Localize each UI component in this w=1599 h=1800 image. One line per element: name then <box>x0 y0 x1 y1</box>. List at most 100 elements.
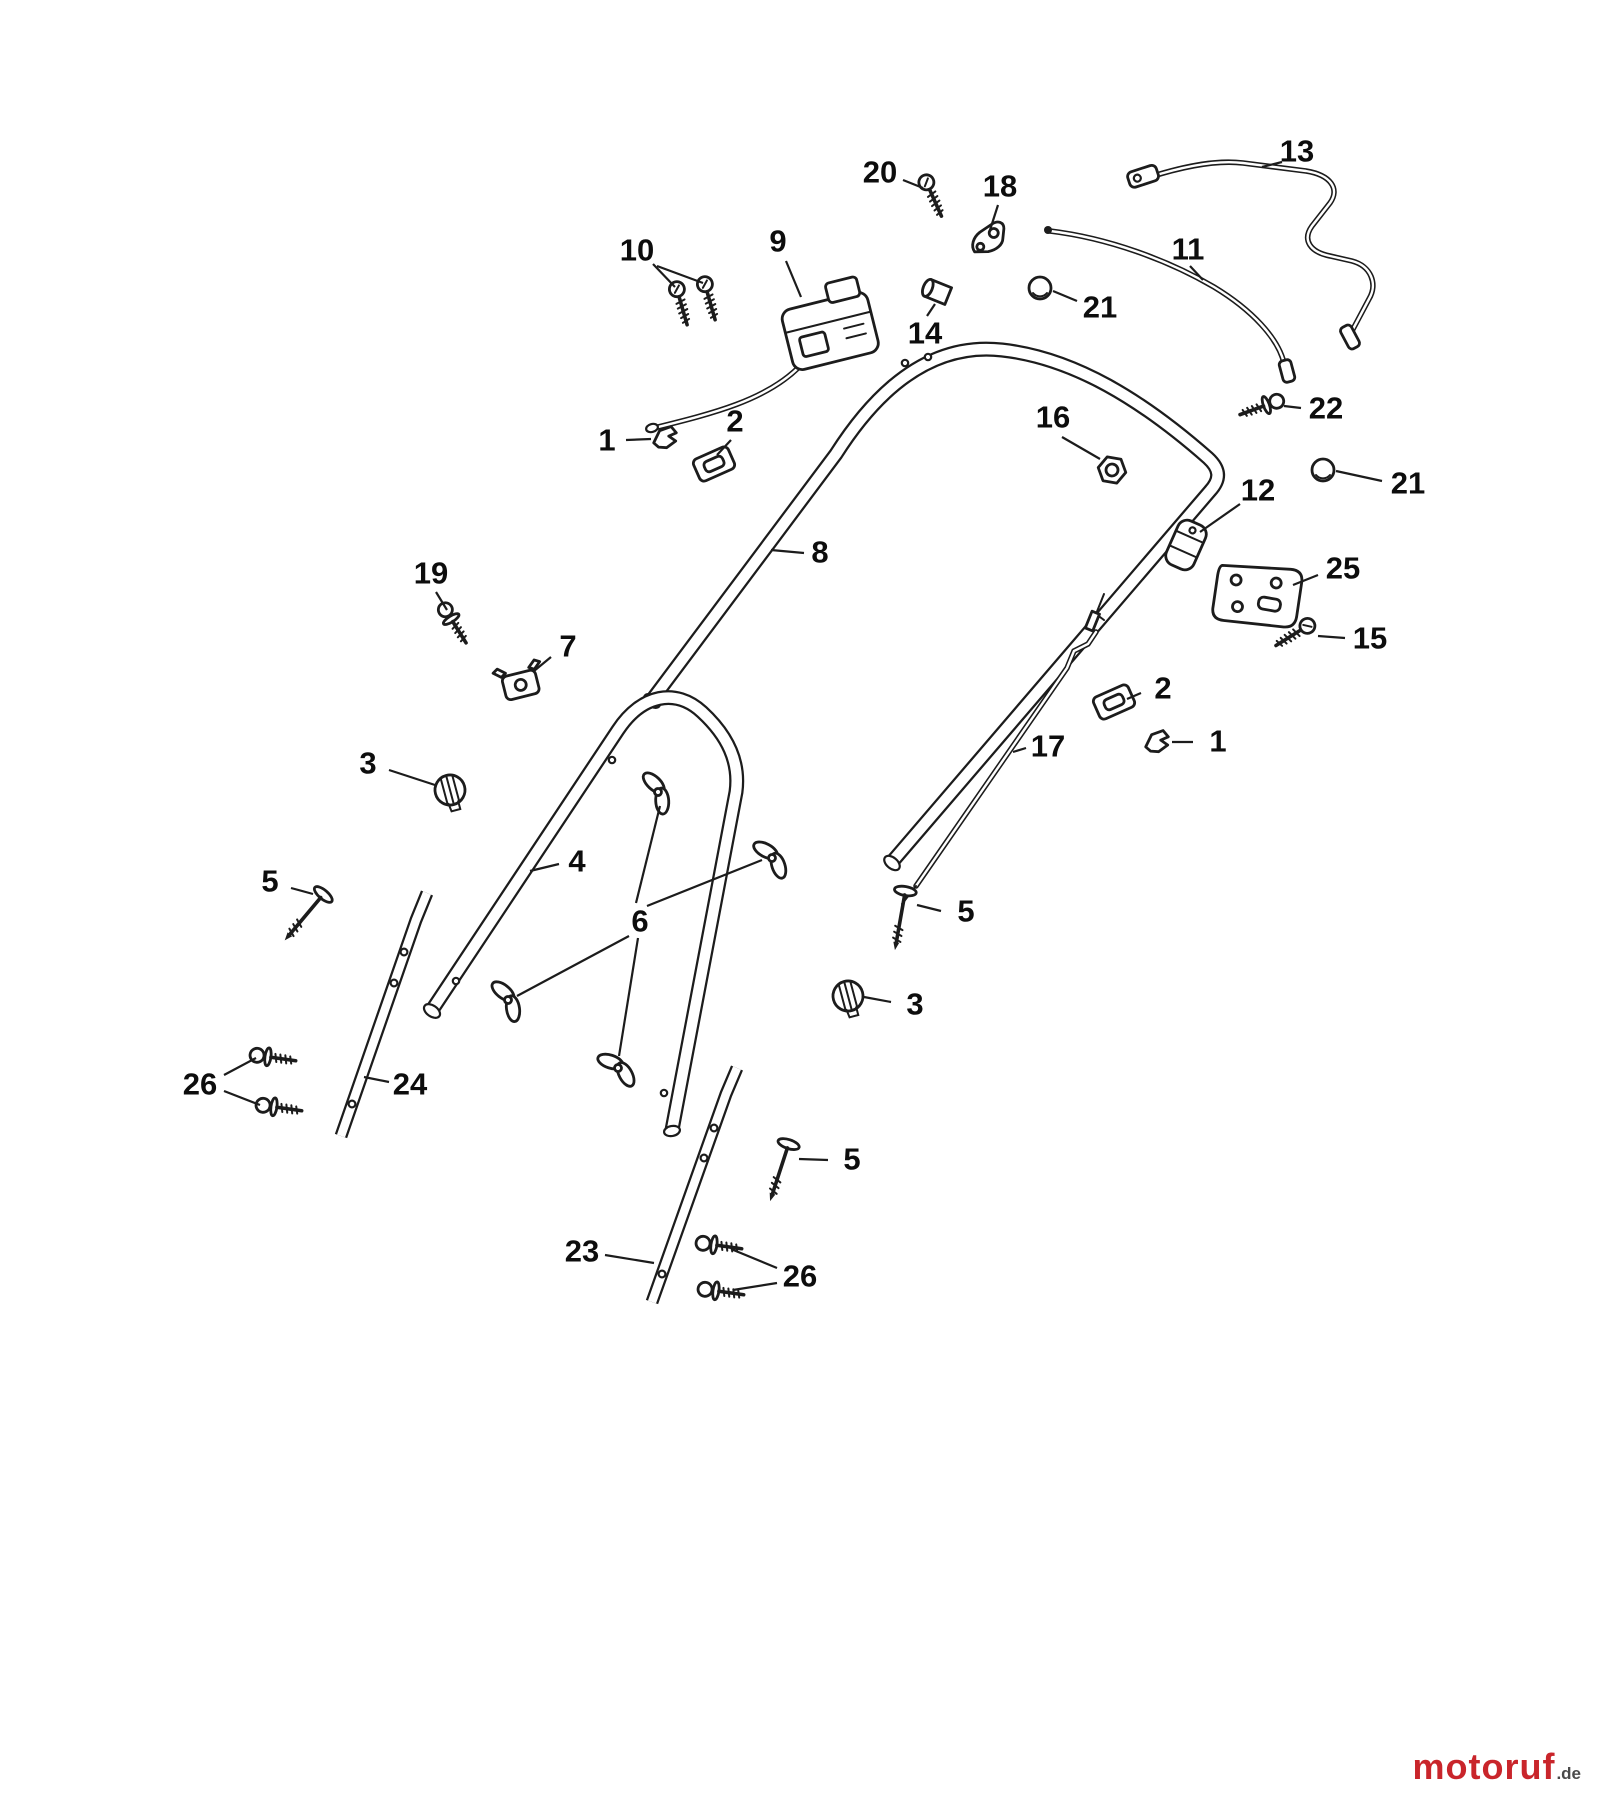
washer-screw-26c-icon <box>693 1231 745 1260</box>
leader-line <box>1126 691 1142 701</box>
part-callout-3-22: 3 <box>359 745 377 781</box>
leader-line <box>863 995 892 1004</box>
leader-lines <box>223 160 1383 1292</box>
leader-line <box>1292 573 1319 587</box>
part-callout-13-2: 13 <box>1279 133 1315 169</box>
part-callout-2-19: 2 <box>1154 670 1172 706</box>
leader-line <box>363 1075 390 1084</box>
part-callout-23-31: 23 <box>564 1233 600 1269</box>
watermark-brand: motoruf <box>1412 1746 1556 1787</box>
leader-line <box>388 768 436 787</box>
part-callout-25-14: 25 <box>1325 550 1361 586</box>
bracket-25-icon <box>1211 563 1304 629</box>
leader-line <box>730 1247 778 1270</box>
clamp-3-icon <box>430 770 472 816</box>
leader-line <box>529 862 560 873</box>
harness-connector-icon <box>1126 163 1160 189</box>
leader-line <box>732 1281 778 1292</box>
leader-line <box>1317 634 1346 640</box>
part-callout-3-27: 3 <box>906 986 924 1022</box>
part-callout-16-9: 16 <box>1035 399 1071 435</box>
leader-line <box>988 204 1000 231</box>
leader-line <box>916 903 942 913</box>
right-lower-bracket-23 <box>645 1065 743 1305</box>
bushing-14-icon <box>921 277 953 306</box>
cap-21-icon <box>1027 275 1053 301</box>
lower-handle-tube-4 <box>422 690 745 1138</box>
screw-20-icon <box>914 170 951 221</box>
wiring-harness-13 <box>1126 159 1376 351</box>
leader-line <box>656 264 704 285</box>
clamp-3b-icon <box>828 976 870 1022</box>
bolt-22-icon <box>1235 388 1289 425</box>
leader-line <box>770 548 805 555</box>
part-callout-12-13: 12 <box>1240 472 1276 508</box>
leader-line <box>290 886 314 896</box>
part-callout-1-11: 1 <box>598 422 616 458</box>
part-callout-2-12: 2 <box>726 403 744 439</box>
part-callout-24-29: 24 <box>392 1066 428 1102</box>
part-callout-5-30: 5 <box>843 1141 861 1177</box>
leader-line <box>784 260 803 298</box>
switch-9 <box>645 275 880 434</box>
part-callout-5-26: 5 <box>957 893 975 929</box>
washer-screw-26-icon <box>247 1043 299 1072</box>
clamp-7-icon <box>491 658 542 702</box>
part-callout-9-4: 9 <box>769 223 787 259</box>
handle-knob-6b-icon <box>746 830 798 886</box>
nut-16-icon <box>1096 455 1128 485</box>
part-callout-26-32: 26 <box>782 1258 818 1294</box>
throttle-cable-17 <box>901 593 1105 905</box>
leader-line <box>798 1157 829 1162</box>
leader-line <box>1199 503 1241 533</box>
handle-knob-6d-icon <box>590 1042 646 1094</box>
leader-line <box>516 935 630 997</box>
bowden-cable-11 <box>1044 226 1297 384</box>
part-callout-1-20: 1 <box>1209 723 1227 759</box>
part-callout-10-3: 10 <box>619 232 655 268</box>
bolt-19-icon <box>432 597 476 650</box>
tbolt-5c-icon <box>757 1134 803 1207</box>
part-callout-22-8: 22 <box>1308 390 1344 426</box>
washer-screw-26b-icon <box>253 1093 305 1122</box>
part-callout-15-16: 15 <box>1352 620 1388 656</box>
leader-line <box>1061 436 1101 460</box>
leader-line <box>625 437 652 442</box>
screw-10-icon <box>665 278 697 329</box>
part-callout-4-23: 4 <box>568 843 586 879</box>
part-callout-11-5: 11 <box>1171 231 1205 267</box>
leader-line <box>223 1089 261 1107</box>
leader-line <box>1052 289 1078 303</box>
leader-line <box>902 178 924 190</box>
part-callout-26-28: 26 <box>182 1066 218 1102</box>
leader-line <box>1283 404 1302 410</box>
leader-line <box>652 263 676 288</box>
leader-line <box>223 1057 257 1076</box>
tbolt-5b-icon <box>882 882 919 954</box>
cap-21b-icon <box>1310 457 1336 483</box>
leader-line <box>634 805 662 904</box>
leader-line <box>533 656 552 672</box>
part-callout-21-7: 21 <box>1082 289 1118 325</box>
part-callout-18-1: 18 <box>982 168 1018 204</box>
part-callout-17-21: 17 <box>1030 728 1066 764</box>
part-callout-21-10: 21 <box>1390 465 1426 501</box>
handle-knob-6c-icon <box>484 971 532 1029</box>
washer-screw-26d-icon <box>695 1277 747 1306</box>
part-callout-19-17: 19 <box>413 555 449 591</box>
left-lower-bracket-24 <box>334 890 434 1139</box>
watermark-tld: .de <box>1556 1764 1581 1783</box>
part-callout-14-6: 14 <box>907 315 943 351</box>
leader-line <box>1335 469 1383 483</box>
guide-plate-2-icon <box>690 443 738 485</box>
leader-line <box>1012 746 1027 754</box>
watermark: motoruf.de <box>1412 1746 1581 1788</box>
guide-plate-2b-icon <box>1090 681 1138 723</box>
leader-line <box>604 1253 655 1265</box>
leader-line <box>646 858 763 908</box>
upper-handle-tube-8 <box>642 341 1226 872</box>
tbolt-5-icon <box>274 882 337 950</box>
leader-line <box>435 591 448 611</box>
